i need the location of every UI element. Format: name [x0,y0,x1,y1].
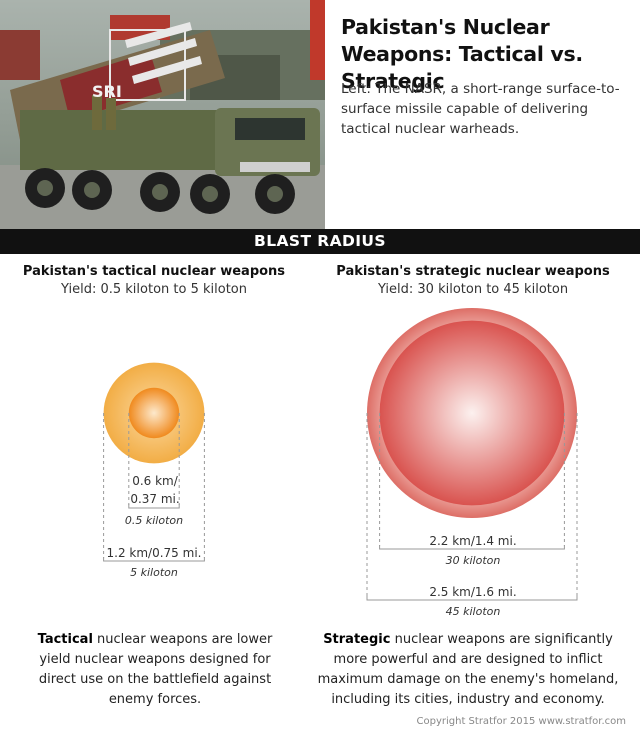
tactical-small-distance-line2: 0.37 mi. [130,492,180,506]
tactical-small-distance: 0.6 km/ 0.37 mi. [118,472,192,508]
tactical-small-distance-line1: 0.6 km/ [132,474,178,488]
tactical-title: Pakistan's tactical nuclear weapons [22,264,286,279]
strategic-small-distance: 2.2 km/1.4 mi. [429,534,517,548]
nasr-launcher-photo: SRI [0,0,325,229]
section-title: BLAST RADIUS [254,232,386,250]
tactical-large-yield: 5 kiloton [130,566,178,579]
measurement-guides [103,413,578,597]
photo-caption: Left: The NASR, a short-range surface-to… [341,81,620,137]
strategic-yield: Yield: 30 kiloton to 45 kiloton [377,282,569,297]
strategic-title: Pakistan's strategic nuclear weapons [336,264,610,279]
tactical-05kt-circle [128,387,180,439]
tactical-large-distance: 1.2 km/0.75 mi. [106,546,202,560]
tactical-desc-rest: nuclear weapons are lower yield nuclear … [38,632,273,707]
strategic-description: Strategic nuclear weapons are significan… [312,630,624,710]
strategic-30kt-circle [379,320,565,506]
strategic-desc-rest: nuclear weapons are significantly more p… [317,632,619,707]
measurement-spans [103,504,578,601]
vehicle-marking: SRI [92,82,122,101]
tactical-small-span [128,504,180,509]
strategic-large-span [366,596,578,601]
strategic-large-distance: 2.5 km/1.6 mi. [429,585,517,599]
section-band [0,229,640,254]
strategic-small-span [379,545,565,550]
tactical-small-yield: 0.5 kiloton [124,514,184,527]
blast-radius-diagram [103,308,578,601]
strategic-desc-bold: Strategic [323,632,391,647]
strategic-small-yield: 30 kiloton [445,554,501,567]
tactical-yield: Yield: 0.5 kiloton to 5 kiloton [61,282,247,297]
tactical-large-span [103,557,205,562]
tactical-desc-bold: Tactical [37,632,93,647]
tactical-description: Tactical nuclear weapons are lower yield… [20,630,290,710]
strategic-large-yield: 45 kiloton [445,605,501,618]
copyright: Copyright Stratfor 2015 www.stratfor.com [416,716,626,727]
page-title: Pakistan's Nuclear Weapons: Tactical vs.… [341,15,583,93]
